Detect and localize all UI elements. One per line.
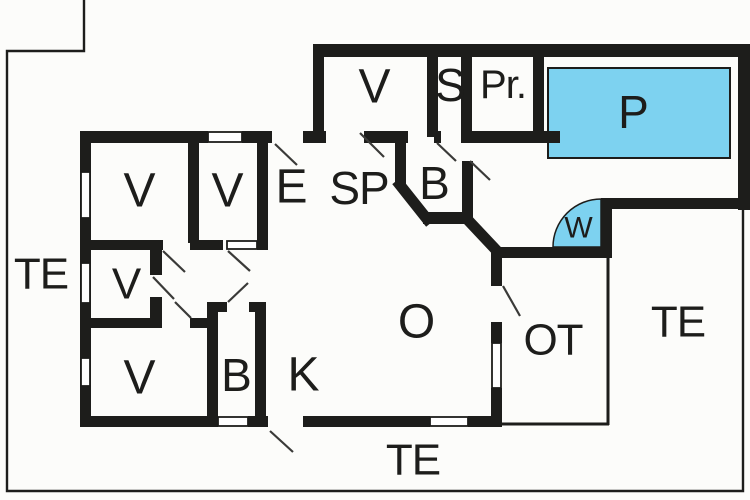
windows <box>80 131 502 427</box>
label-entry: E <box>275 161 306 214</box>
label-dining: SP <box>329 162 388 214</box>
label-terrace-bottom: TE <box>386 436 440 485</box>
door-swing-hall <box>469 160 491 181</box>
label-room-v-mid: V <box>112 260 142 309</box>
door-swing-entry <box>274 143 298 166</box>
label-terrace-left: TE <box>14 250 68 299</box>
label-kitchen: K <box>287 349 319 402</box>
label-bath-upper: B <box>419 157 449 209</box>
door-swing-sauna <box>436 142 457 162</box>
window-top <box>207 131 243 143</box>
door-swings <box>152 132 521 453</box>
label-pr-room: Pr. <box>480 63 526 107</box>
room-labels: TE V V E SP V S Pr. P B W V V B K O OT T… <box>14 59 706 485</box>
label-whirlpool: W <box>564 212 593 245</box>
walls-upper-bath <box>392 143 506 260</box>
label-terrace-right: TE <box>651 298 705 347</box>
window-left-1 <box>80 171 91 219</box>
door-swing-v1 <box>162 250 186 273</box>
label-living: O <box>398 296 434 349</box>
property-lines <box>5 0 745 493</box>
walls-upper-section <box>313 44 750 258</box>
door-swing-vbottom <box>174 301 192 319</box>
door-swing-kitchen-terrace <box>269 430 294 453</box>
label-room-v-bottom: V <box>123 352 155 405</box>
label-room-v1: V <box>123 165 155 218</box>
whirlpool-shape <box>552 198 602 248</box>
label-covered-terrace: OT <box>523 316 582 365</box>
door-swing-vmid <box>152 276 175 300</box>
window-living <box>491 342 502 389</box>
covered-terrace-walls <box>502 256 610 426</box>
label-pool: P <box>618 86 648 138</box>
door-swing-v2 <box>227 250 251 272</box>
window-left-2 <box>80 262 91 304</box>
door-swing-ot <box>502 285 521 317</box>
label-bath-lower: B <box>221 349 251 401</box>
label-sauna: S <box>435 59 465 111</box>
window-bottom-2 <box>429 416 469 427</box>
door-swing-bath-lower <box>227 282 249 303</box>
window-left-3 <box>80 357 91 387</box>
pool-water <box>547 67 731 159</box>
label-room-v-top: V <box>358 61 390 114</box>
window-bottom-1 <box>217 416 249 427</box>
walls-top-row <box>80 131 560 143</box>
label-room-v2: V <box>211 165 243 218</box>
door-swing-vtop <box>359 132 385 158</box>
property-boundary-line <box>5 0 745 493</box>
door-leaf-v2 <box>226 240 258 250</box>
